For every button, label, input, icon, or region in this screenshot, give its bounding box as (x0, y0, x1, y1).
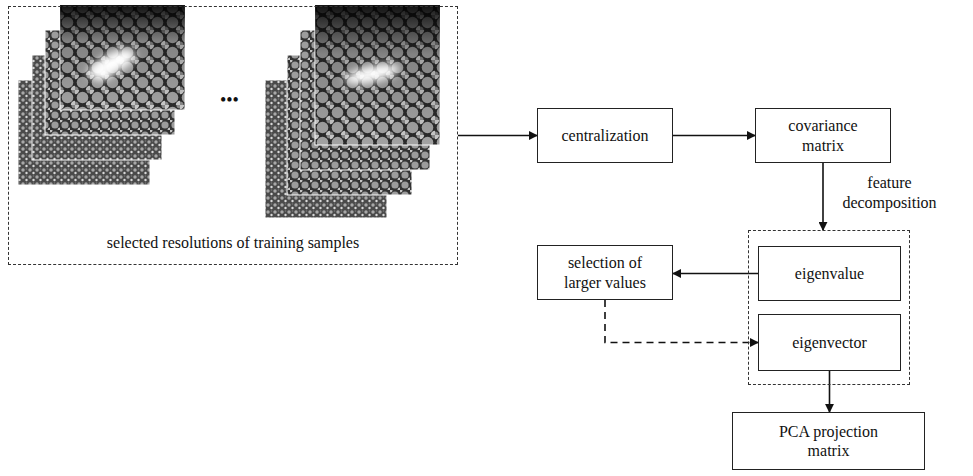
process-box: eigenvalue (758, 246, 901, 301)
flow-arrow (829, 371, 831, 412)
flow-arrow (673, 273, 758, 275)
node-text: selected resolutions of training samples (107, 233, 359, 252)
dashed-arrow (605, 300, 758, 343)
output-box: PCA projection matrix (732, 412, 925, 470)
flow-arrow (822, 163, 824, 230)
flow-arrow (673, 135, 755, 137)
edge-label: feature decomposition (835, 173, 944, 211)
node-text: centralization (561, 126, 648, 145)
image-stack (265, 5, 440, 218)
node-text: covariance matrix (773, 116, 873, 154)
sample-group: selected resolutions of training samples (8, 6, 458, 265)
ellipsis-dots: ••• (218, 90, 241, 112)
node-text: eigenvector (792, 333, 867, 352)
decomposition-group: eigenvalue eigenvector (748, 230, 910, 385)
node-text: PCA projection matrix (769, 422, 889, 460)
process-box: centralization (537, 108, 673, 163)
node-text: eigenvalue (795, 264, 864, 283)
process-box: covariance matrix (755, 108, 891, 163)
process-box: selection of larger values (537, 245, 673, 300)
flow-arrow (458, 135, 537, 137)
image-stack (18, 5, 185, 185)
process-box: eigenvector (758, 314, 901, 371)
node-text: selection of larger values (550, 253, 660, 291)
